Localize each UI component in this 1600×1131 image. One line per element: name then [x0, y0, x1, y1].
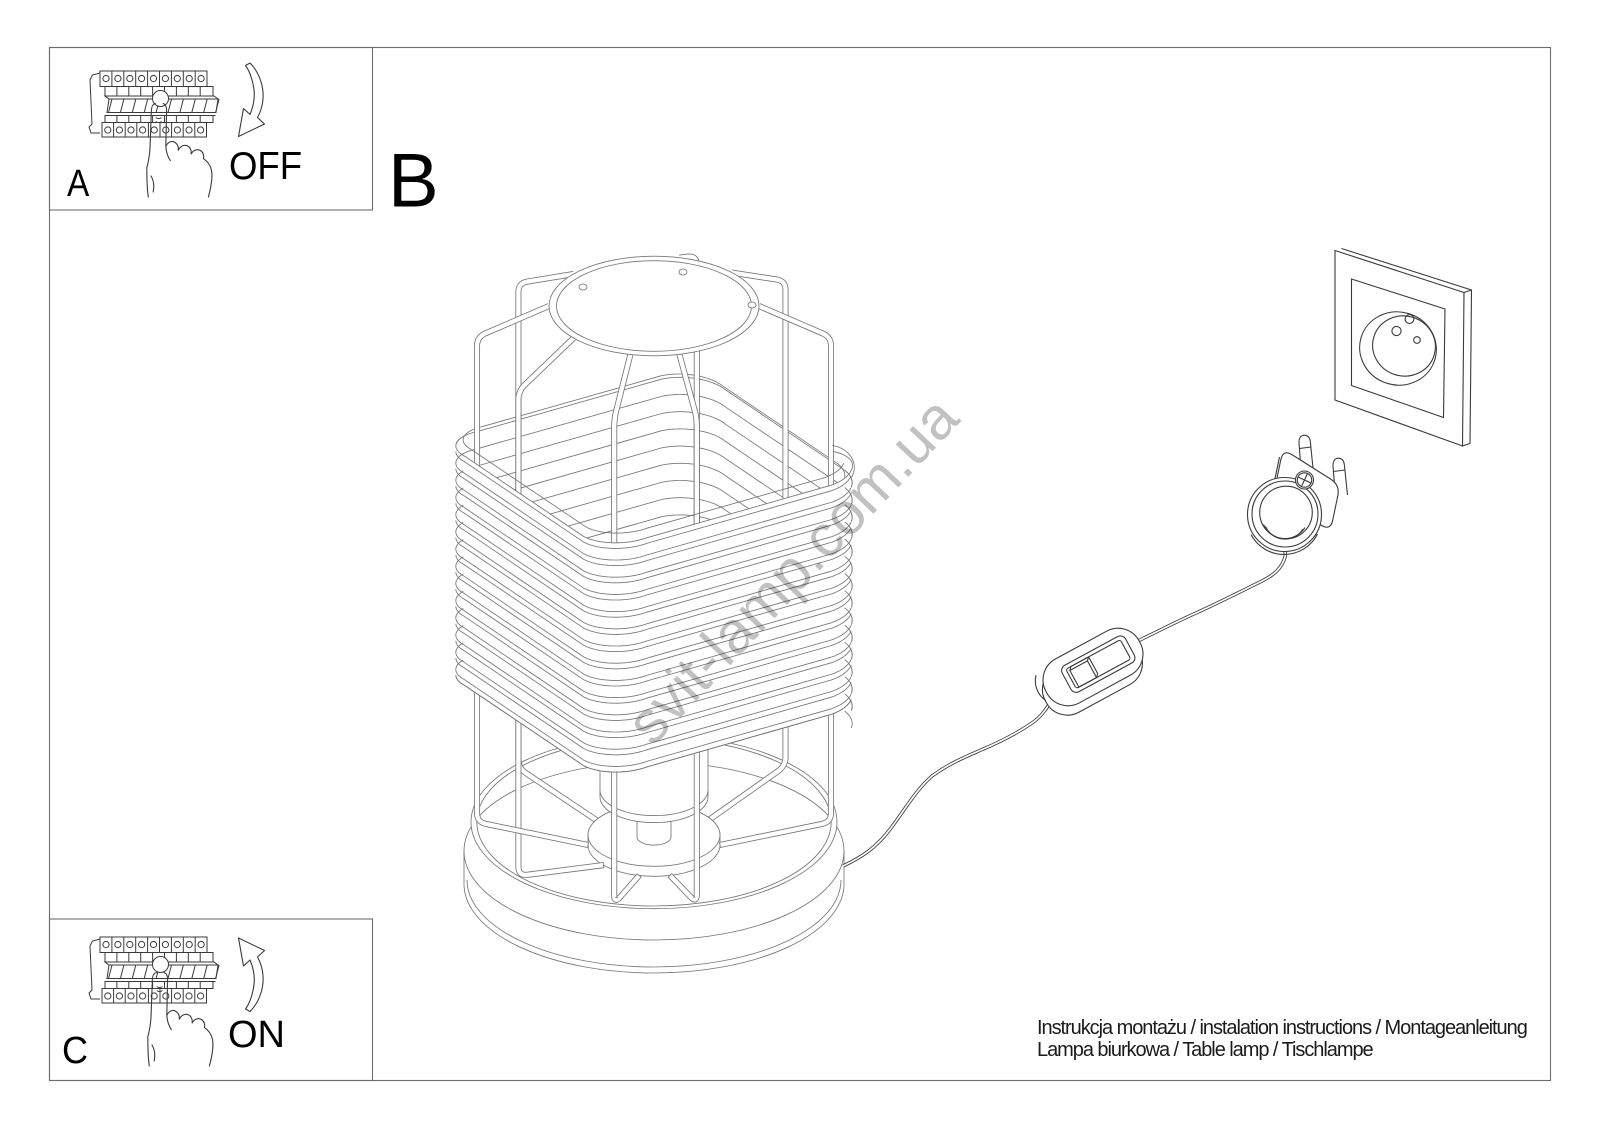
svg-text:ON: ON [228, 1014, 285, 1056]
svg-text:C: C [62, 1028, 88, 1071]
svg-text:Lampa biurkowa / Table lamp /: Lampa biurkowa / Table lamp / Tischlampe [1037, 1039, 1374, 1061]
svg-text:B: B [388, 139, 439, 224]
svg-text:OFF: OFF [229, 144, 302, 187]
svg-text:A: A [67, 162, 89, 204]
svg-text:Instrukcja montażu / instalati: Instrukcja montażu / instalation instruc… [1037, 1017, 1527, 1039]
